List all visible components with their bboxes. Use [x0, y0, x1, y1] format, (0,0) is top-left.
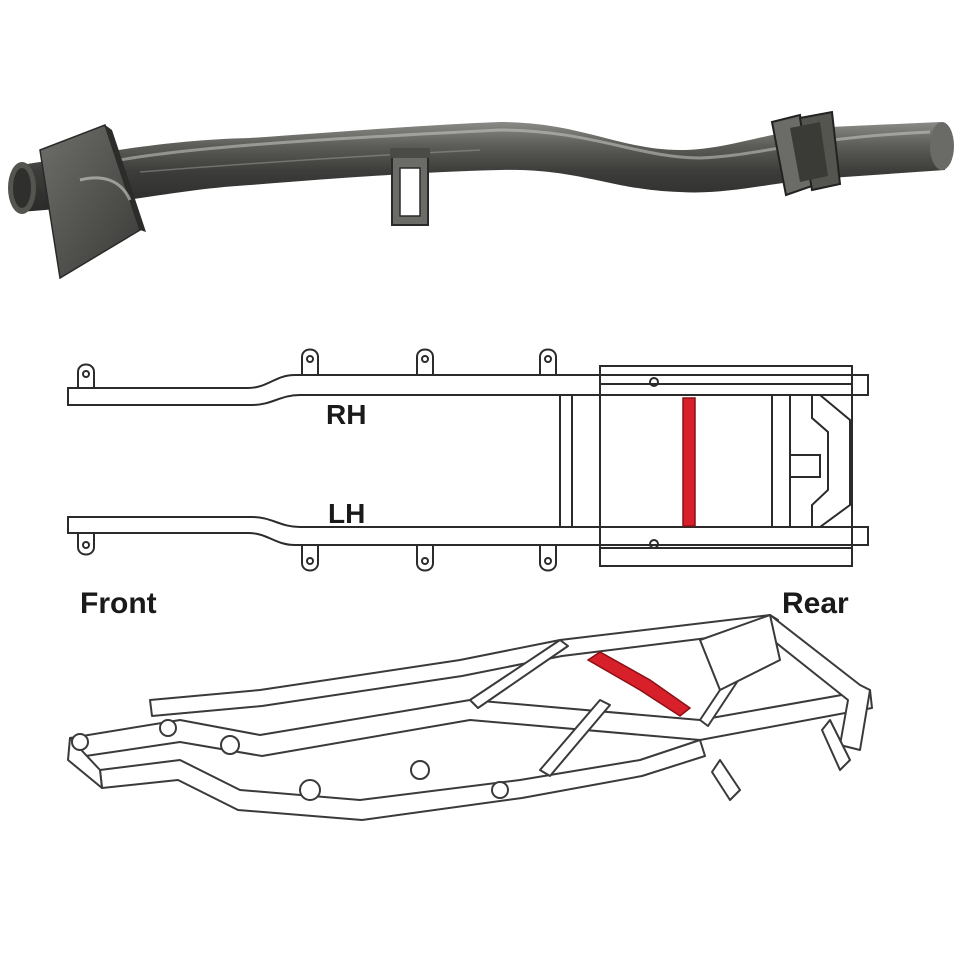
crossmember-1 [559, 394, 573, 528]
rear-bracket [770, 110, 842, 197]
tube-right-end [930, 122, 954, 170]
mount-plate [39, 124, 141, 280]
iso-near-rail [69, 689, 873, 759]
rh-mount-tabs [77, 348, 557, 388]
rear-label: Rear [782, 587, 849, 620]
lh-mount-tabs [77, 533, 557, 572]
front-label: Front [80, 587, 157, 620]
center-bracket [390, 148, 430, 226]
crossmember-photo [8, 110, 954, 280]
lh-rail [67, 516, 869, 546]
rh-rail [67, 374, 869, 406]
highlighted-crossmember [682, 397, 696, 527]
lh-label: LH [328, 498, 366, 529]
rh-label: RH [326, 399, 367, 430]
iso-far-rail [149, 614, 773, 717]
rear-subframe [599, 365, 853, 567]
iso-highlighted-crossmember [586, 651, 692, 717]
